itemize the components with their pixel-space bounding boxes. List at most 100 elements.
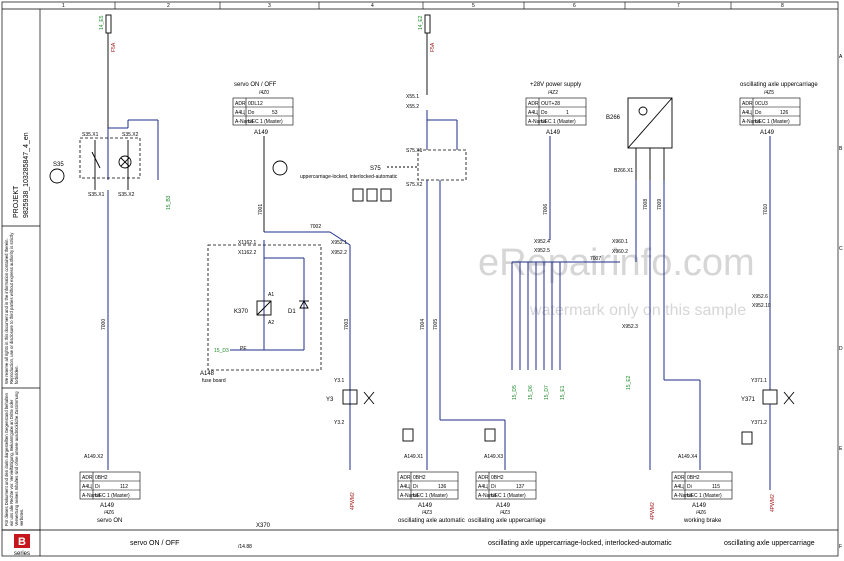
table-cell: ADR — [478, 475, 489, 481]
selector-label: S75 — [370, 166, 381, 172]
table-cell: 1 — [566, 110, 569, 116]
table-cell: Di — [491, 484, 496, 490]
title-strip: PROJEKT 9825938_103285847_4_en We reserv… — [4, 132, 30, 526]
table-cell: 0BH2 — [413, 475, 426, 481]
side-ref: 15_E2 — [626, 375, 632, 390]
lamp-icon — [118, 155, 132, 169]
diode-icon — [299, 300, 309, 309]
legal-text-de: Für dieses Dokument und den darin darges… — [4, 391, 24, 526]
bottom-caption: oscillating axle uppercarriage — [724, 540, 815, 547]
wire-number: 7010 — [763, 204, 769, 215]
watermark: eRepairinfo.com watermark only on this s… — [478, 242, 755, 319]
table-cell: 53 — [272, 110, 278, 116]
wire-number: 7003 — [344, 319, 350, 330]
series-logo: B series — [14, 534, 30, 557]
conn-label: S75.X1 — [406, 148, 423, 154]
table-cell: UEC 1 (Master) — [413, 493, 448, 499]
side-ref: 15_D5 — [512, 385, 518, 400]
conn-label: Y371.2 — [751, 420, 767, 426]
table-cell: ADR — [400, 475, 411, 481]
module-label: A149 — [692, 503, 707, 509]
module-label: A149 — [760, 130, 775, 136]
table-cell: 0DL12 — [248, 101, 263, 107]
selector-switch-circuit: 14_E2 F5A X55.1 X55.2 S75 uppercarriage-… — [300, 14, 506, 470]
table-caption: oscillating axle automatic — [398, 518, 465, 524]
table-cell: UEC 1 (Master) — [248, 119, 283, 125]
watermark-sub: watermark only on this sample — [529, 302, 746, 319]
column-number: 2 — [167, 3, 170, 9]
wire-number: 7005 — [433, 319, 439, 330]
wire-number: 7007 — [590, 256, 601, 262]
column-number: 5 — [472, 3, 475, 9]
wire-number: 7009 — [657, 199, 663, 210]
table-cell: A4Ц — [528, 110, 538, 116]
relay-ref: /14.88 — [238, 544, 252, 550]
table-cell: A4Ц — [742, 110, 752, 116]
side-ref: 15_D3 — [214, 348, 229, 354]
column-number: 1 — [62, 3, 65, 9]
fuse-symbol — [105, 14, 112, 34]
module-label: A149 — [418, 503, 433, 509]
column-number: 7 — [677, 3, 680, 9]
table-cell: 112 — [120, 484, 128, 490]
conn-label: A149.X1 — [404, 454, 423, 460]
module-ref: /4Z6 — [104, 510, 114, 516]
position-b-icon — [484, 428, 496, 442]
bottom-caption: oscillating axle uppercarriage-locked, i… — [488, 540, 672, 547]
valve-coil — [762, 389, 778, 405]
conn-label: Y3.1 — [334, 378, 345, 384]
wire-number: 7001 — [258, 204, 264, 215]
output-ref: 4PWM2 — [650, 502, 656, 520]
io-module-table: ADR 0BH2 A4Ц Di 137 A-Name UEC 1 (Master… — [468, 471, 546, 524]
module-ref: /4Z6 — [696, 510, 706, 516]
conn-label: X1162.2 — [238, 250, 256, 256]
project-id: 9825938_103285847_4_en — [23, 132, 30, 218]
row-letter: E — [839, 446, 843, 452]
sensor-circuit: B266 B266.X1 X960.1 X960.2 X952.3 7008 7… — [606, 97, 701, 520]
table-cell: 136 — [438, 484, 447, 490]
relay-label: K370 — [234, 309, 249, 315]
module-label: A149 — [496, 503, 511, 509]
table-cell: A-Name — [478, 493, 497, 499]
table-cell: Di — [95, 484, 100, 490]
servo-switch-circuit: 14_E5 F5A S35 S35.X1 S35.X2 S35.X1 S35.X… — [49, 14, 172, 470]
conn-label: X960.1 — [612, 239, 628, 245]
output-ref: 4PWM2 — [350, 492, 356, 510]
logo-subtitle: series — [14, 551, 30, 557]
conn-label: Y3.2 — [334, 420, 345, 426]
table-cell: UEC 1 (Master) — [755, 119, 790, 125]
side-ref: 15_B3 — [166, 195, 172, 210]
row-letter: F — [839, 544, 842, 550]
io-module-table: ADR 0BH2 A4Ц Di 112 A-Name UEC 1 (Master… — [79, 471, 141, 524]
diode-label: D1 — [288, 309, 296, 315]
table-cell: A-Name — [742, 119, 761, 125]
side-ref: 15_D7 — [544, 385, 550, 400]
legal-text-en: We reserve all rights in this document a… — [4, 232, 19, 384]
table-cell: A-Name — [400, 493, 419, 499]
servo-relay-circuit: servo ON / OFF /4Z0 ADR 0DL12 A4Ц Do 53 … — [200, 82, 351, 384]
position-a-icon — [352, 188, 364, 202]
conn-label: X952.2 — [331, 250, 347, 256]
conn-label: X55.2 — [406, 104, 419, 110]
side-ref: 15_E1 — [560, 385, 566, 400]
table-cell: 0BH2 — [95, 475, 108, 481]
conn-label: A149.X3 — [484, 454, 503, 460]
table-cell: 126 — [780, 110, 789, 116]
valve-coil — [342, 389, 358, 405]
sensor-label: B266 — [606, 115, 621, 121]
row-letter: C — [839, 246, 843, 252]
section-title: servo ON / OFF — [234, 82, 277, 88]
y3-valve-circuit: X952.1 X952.2 7003 Y3 Y3.1 Y3.2 4PWM2 — [326, 240, 375, 510]
fuse-board-label: fuse board — [202, 378, 226, 384]
module-label: A149 — [254, 130, 269, 136]
valve-label: Y371 — [741, 397, 756, 403]
table-cell: 0CU3 — [755, 101, 768, 107]
column-numbers: 1 2 3 4 5 6 7 8 — [62, 3, 784, 9]
valve-label: Y3 — [326, 397, 334, 403]
table-cell: UEC 1 (Master) — [95, 493, 130, 499]
conn-label: S35.X2 — [118, 192, 135, 198]
table-cell: A4Ц — [235, 110, 245, 116]
conn-label: X55.1 — [406, 94, 419, 100]
conn-label: S35.X1 — [88, 192, 105, 198]
module-label: A149 — [100, 503, 115, 509]
